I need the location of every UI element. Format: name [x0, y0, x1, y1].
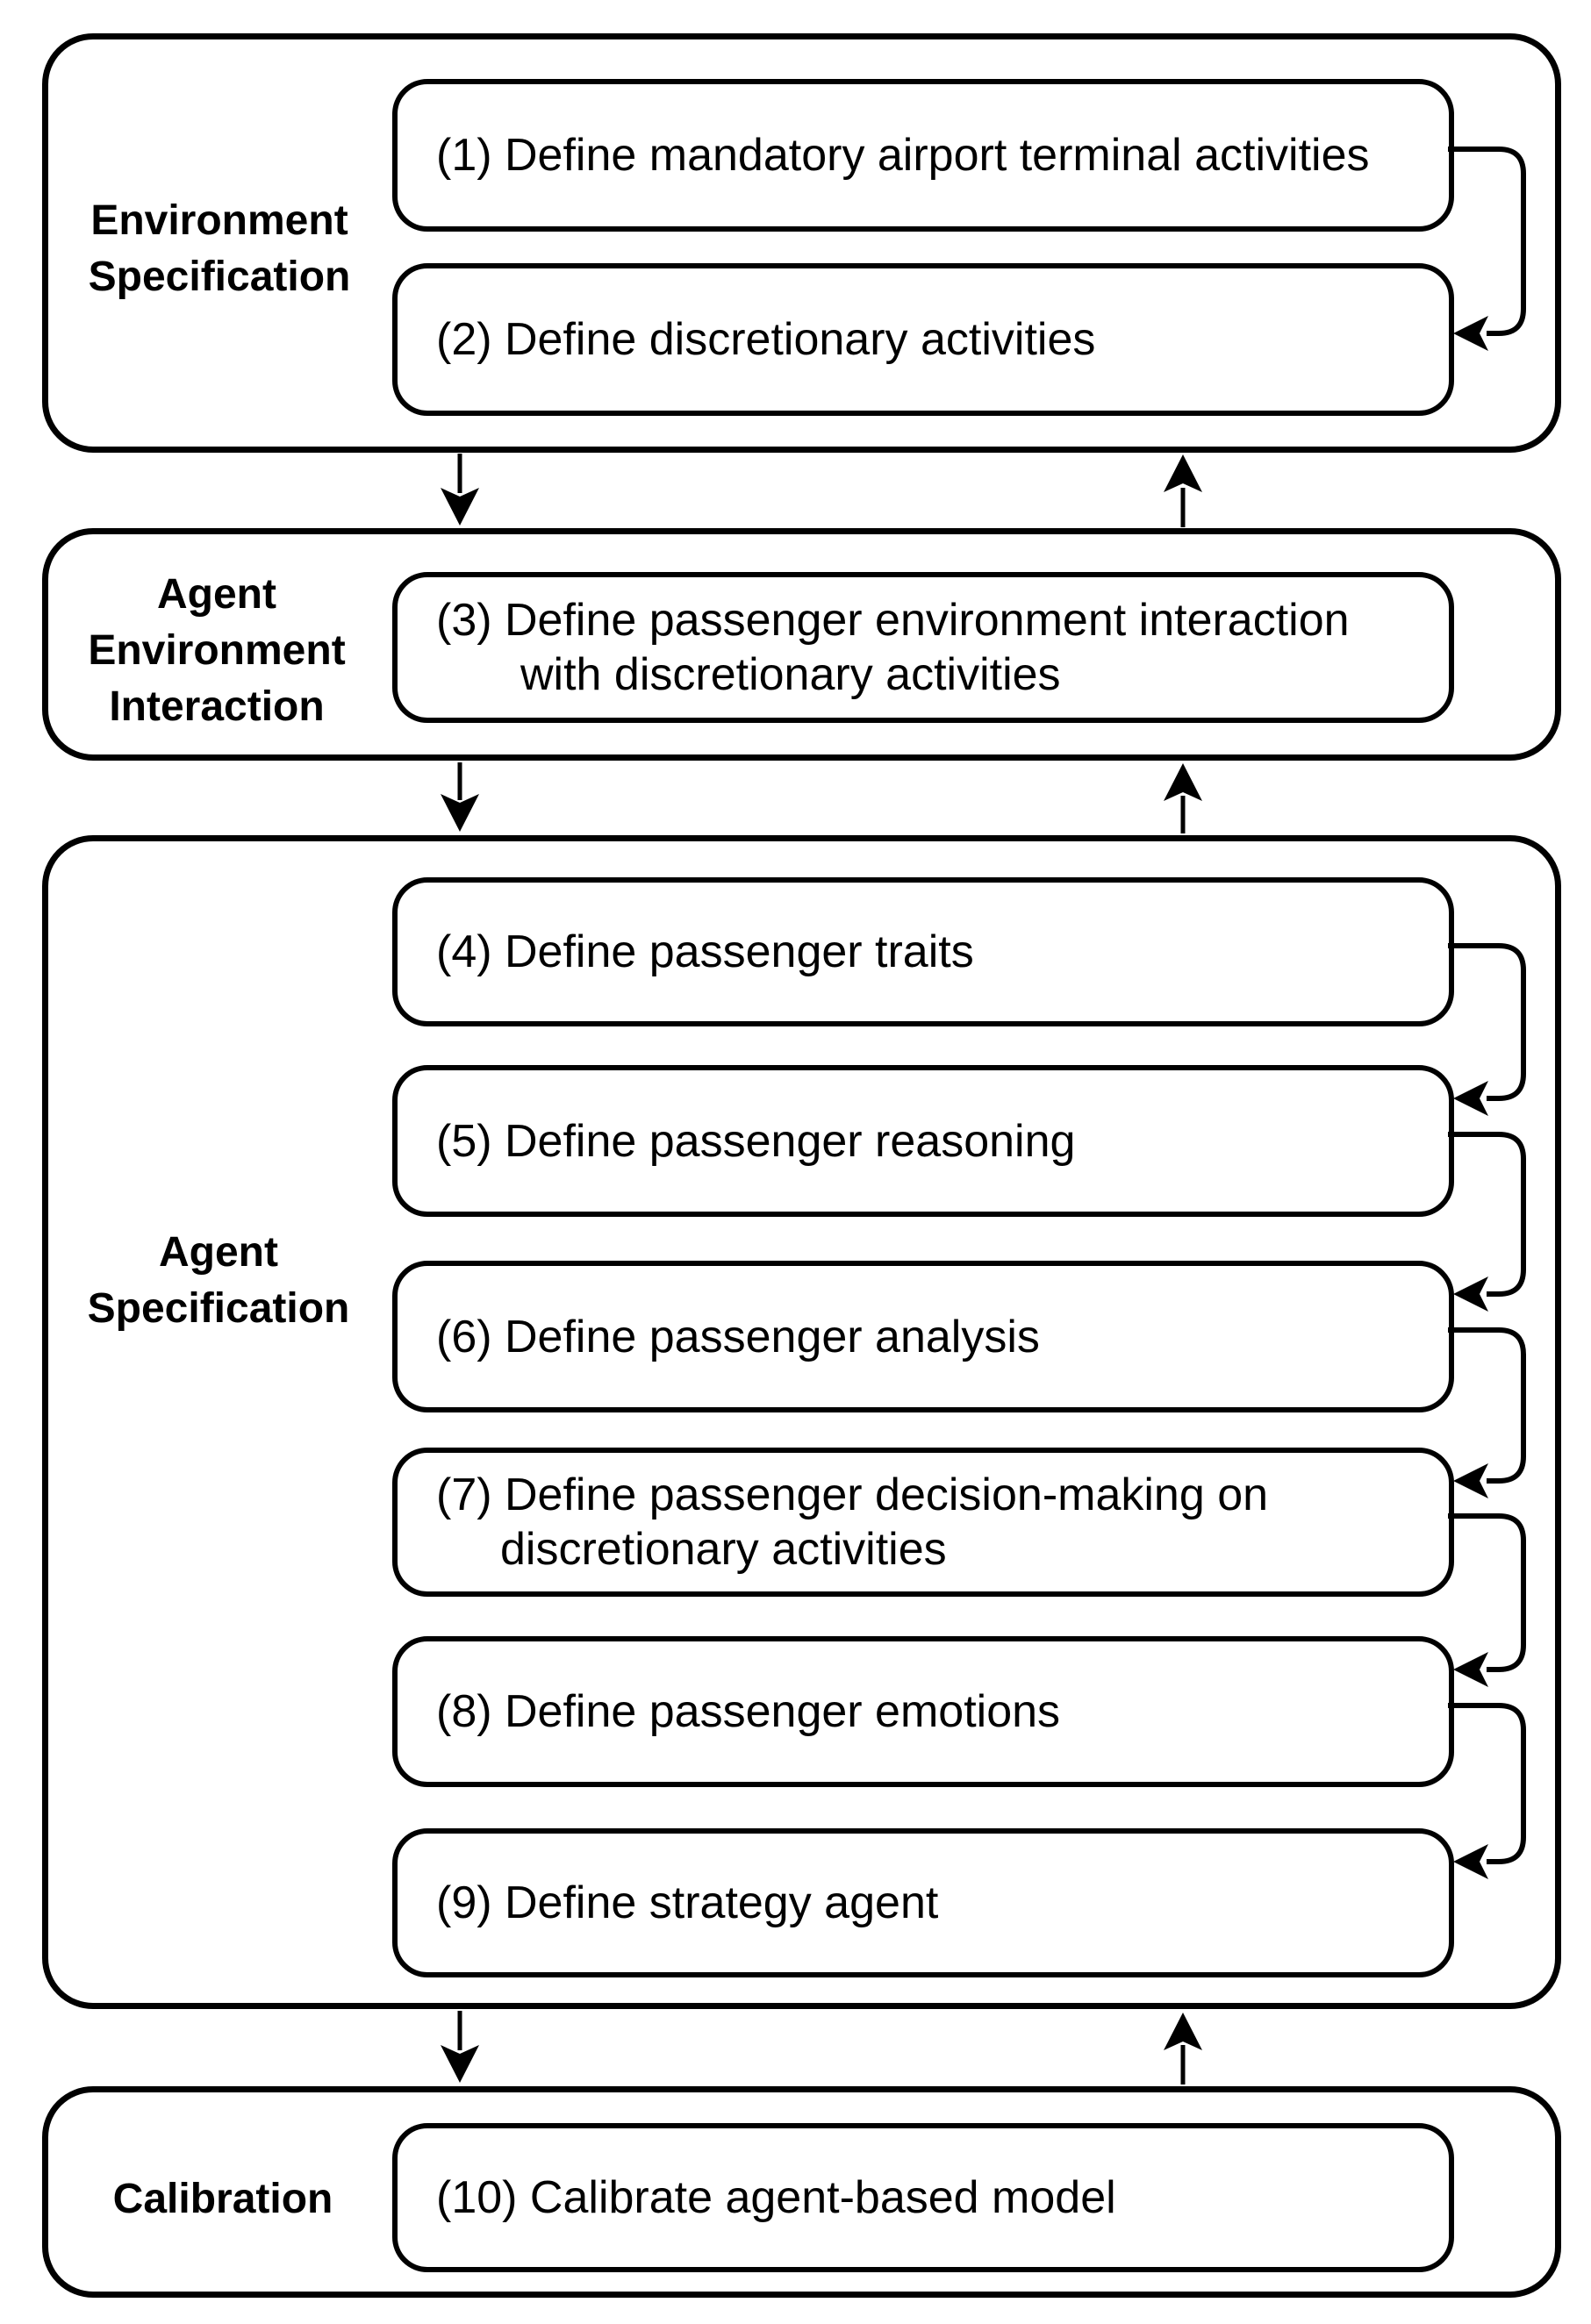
step-box-10: (10) Calibrate agent-based model [392, 2123, 1454, 2272]
label-line: Interaction [109, 683, 325, 730]
step-box-2: (2) Define discretionary activities [392, 263, 1454, 416]
step-text: (8) Define passenger emotions [436, 1686, 1061, 1737]
step-text: (9) Define strategy agent [436, 1877, 939, 1928]
step-text: with discretionary activities [520, 649, 1061, 700]
section-calibration: Calibration (10) Calibrate agent-based m… [42, 2086, 1561, 2298]
down-arrowhead-s3-s4 [441, 2045, 479, 2083]
up-arrowhead-s3-s2 [1164, 763, 1202, 801]
step-box-4: (4) Define passenger traits [392, 877, 1454, 1026]
label-line: Environment [88, 627, 346, 674]
label-line: Specification [88, 254, 351, 300]
up-arrowhead-s2-s1 [1164, 454, 1202, 492]
label-line: Specification [87, 1285, 350, 1332]
step-box-1: (1) Define mandatory airport terminal ac… [392, 79, 1454, 232]
step-text: (7) Define passenger decision-making on [436, 1469, 1269, 1520]
step-text: (2) Define discretionary activities [436, 314, 1096, 365]
down-arrowhead-s1-s2 [441, 488, 479, 526]
step-box-8: (8) Define passenger emotions [392, 1636, 1454, 1787]
step-box-7: (7) Define passenger decision-making on … [392, 1448, 1454, 1597]
label-line: Agent [157, 571, 276, 618]
label-line: Calibration [112, 2176, 333, 2222]
step-text: discretionary activities [500, 1524, 947, 1575]
section-agent-specification: Agent Specification (4) Define passenger… [42, 835, 1561, 2009]
section-label-environment-specification: Environment Specification [48, 193, 391, 305]
label-line: Environment [90, 197, 348, 244]
up-arrowhead-s4-s3 [1164, 2013, 1202, 2050]
section-label-agent-specification: Agent Specification [48, 1225, 389, 1337]
down-arrowhead-s2-s3 [441, 794, 479, 832]
step-text: (5) Define passenger reasoning [436, 1115, 1076, 1167]
step-text: (10) Calibrate agent-based model [436, 2172, 1116, 2223]
step-box-9: (9) Define strategy agent [392, 1828, 1454, 1977]
section-environment-specification: Environment Specification (1) Define man… [42, 33, 1561, 453]
step-box-5: (5) Define passenger reasoning [392, 1065, 1454, 1217]
label-line: Agent [159, 1229, 278, 1276]
section-label-calibration: Calibration [48, 2171, 398, 2227]
step-box-3: (3) Define passenger environment interac… [392, 572, 1454, 723]
step-text: (4) Define passenger traits [436, 926, 974, 977]
step-box-6: (6) Define passenger analysis [392, 1261, 1454, 1412]
step-text: (1) Define mandatory airport terminal ac… [436, 130, 1370, 181]
section-agent-environment-interaction: Agent Environment Interaction (3) Define… [42, 528, 1561, 761]
step-text: (3) Define passenger environment interac… [436, 595, 1350, 646]
section-label-agent-environment-interaction: Agent Environment Interaction [48, 567, 385, 735]
step-text: (6) Define passenger analysis [436, 1311, 1040, 1362]
